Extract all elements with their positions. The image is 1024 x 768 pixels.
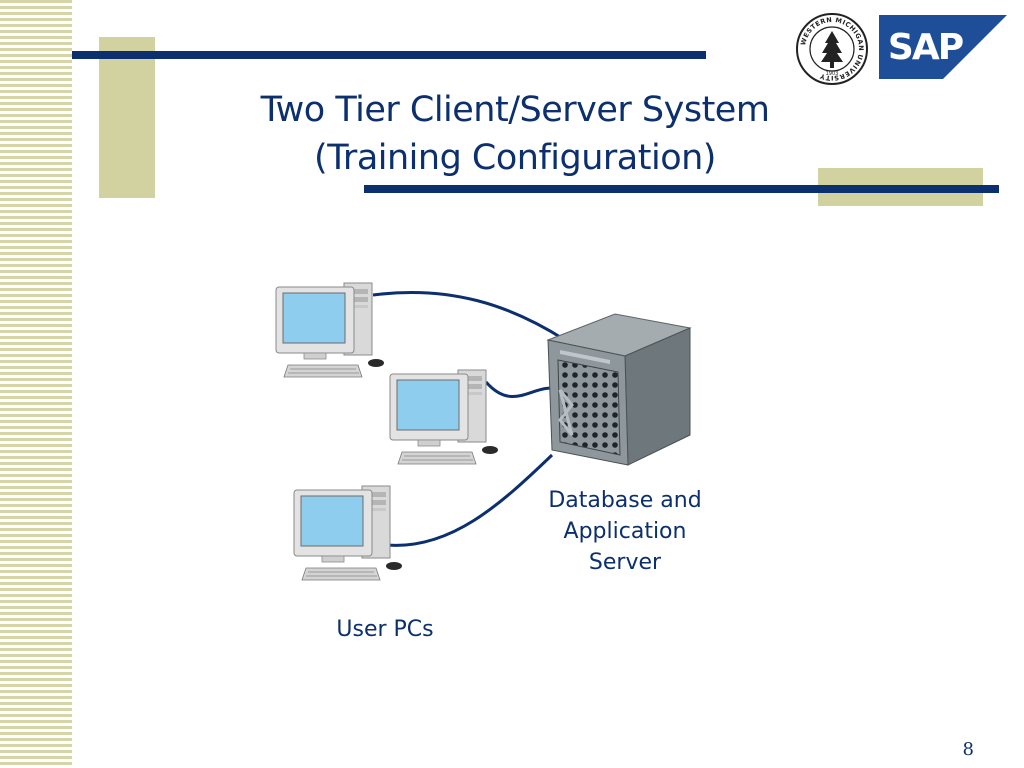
page-number: 8 (962, 739, 974, 760)
title-line-2: (Training Configuration) (314, 138, 716, 178)
user-pc-3 (293, 485, 403, 581)
server-label-line-3: Server (588, 550, 662, 575)
cable-pc-2 (484, 381, 561, 398)
title-rule-top (72, 51, 706, 59)
title-rule-bottom (364, 185, 999, 193)
server-label-line-1: Database and (548, 488, 702, 513)
server-icon (546, 313, 692, 466)
university-seal-icon: WESTERN MICHIGAN UNIVERSITY 1903 (796, 13, 868, 85)
user-pc-1 (275, 282, 385, 378)
svg-text:SAP: SAP (888, 27, 963, 68)
user-pcs-label: User PCs (336, 617, 434, 642)
server-label-line-2: Application (563, 519, 687, 544)
server-label: Database and Application Server (535, 485, 715, 578)
cable-pc-1 (372, 290, 566, 342)
user-pc-2 (389, 369, 499, 465)
slide-title: Two Tier Client/Server System (Training … (190, 86, 840, 182)
sap-logo-icon: SAP (879, 15, 1007, 79)
network-diagram (275, 282, 692, 581)
title-line-1: Two Tier Client/Server System (260, 90, 770, 130)
svg-text:1903: 1903 (826, 71, 839, 77)
cable-pc-3 (386, 453, 554, 547)
striped-sidebar (0, 0, 72, 768)
decor-block-left (99, 37, 155, 198)
